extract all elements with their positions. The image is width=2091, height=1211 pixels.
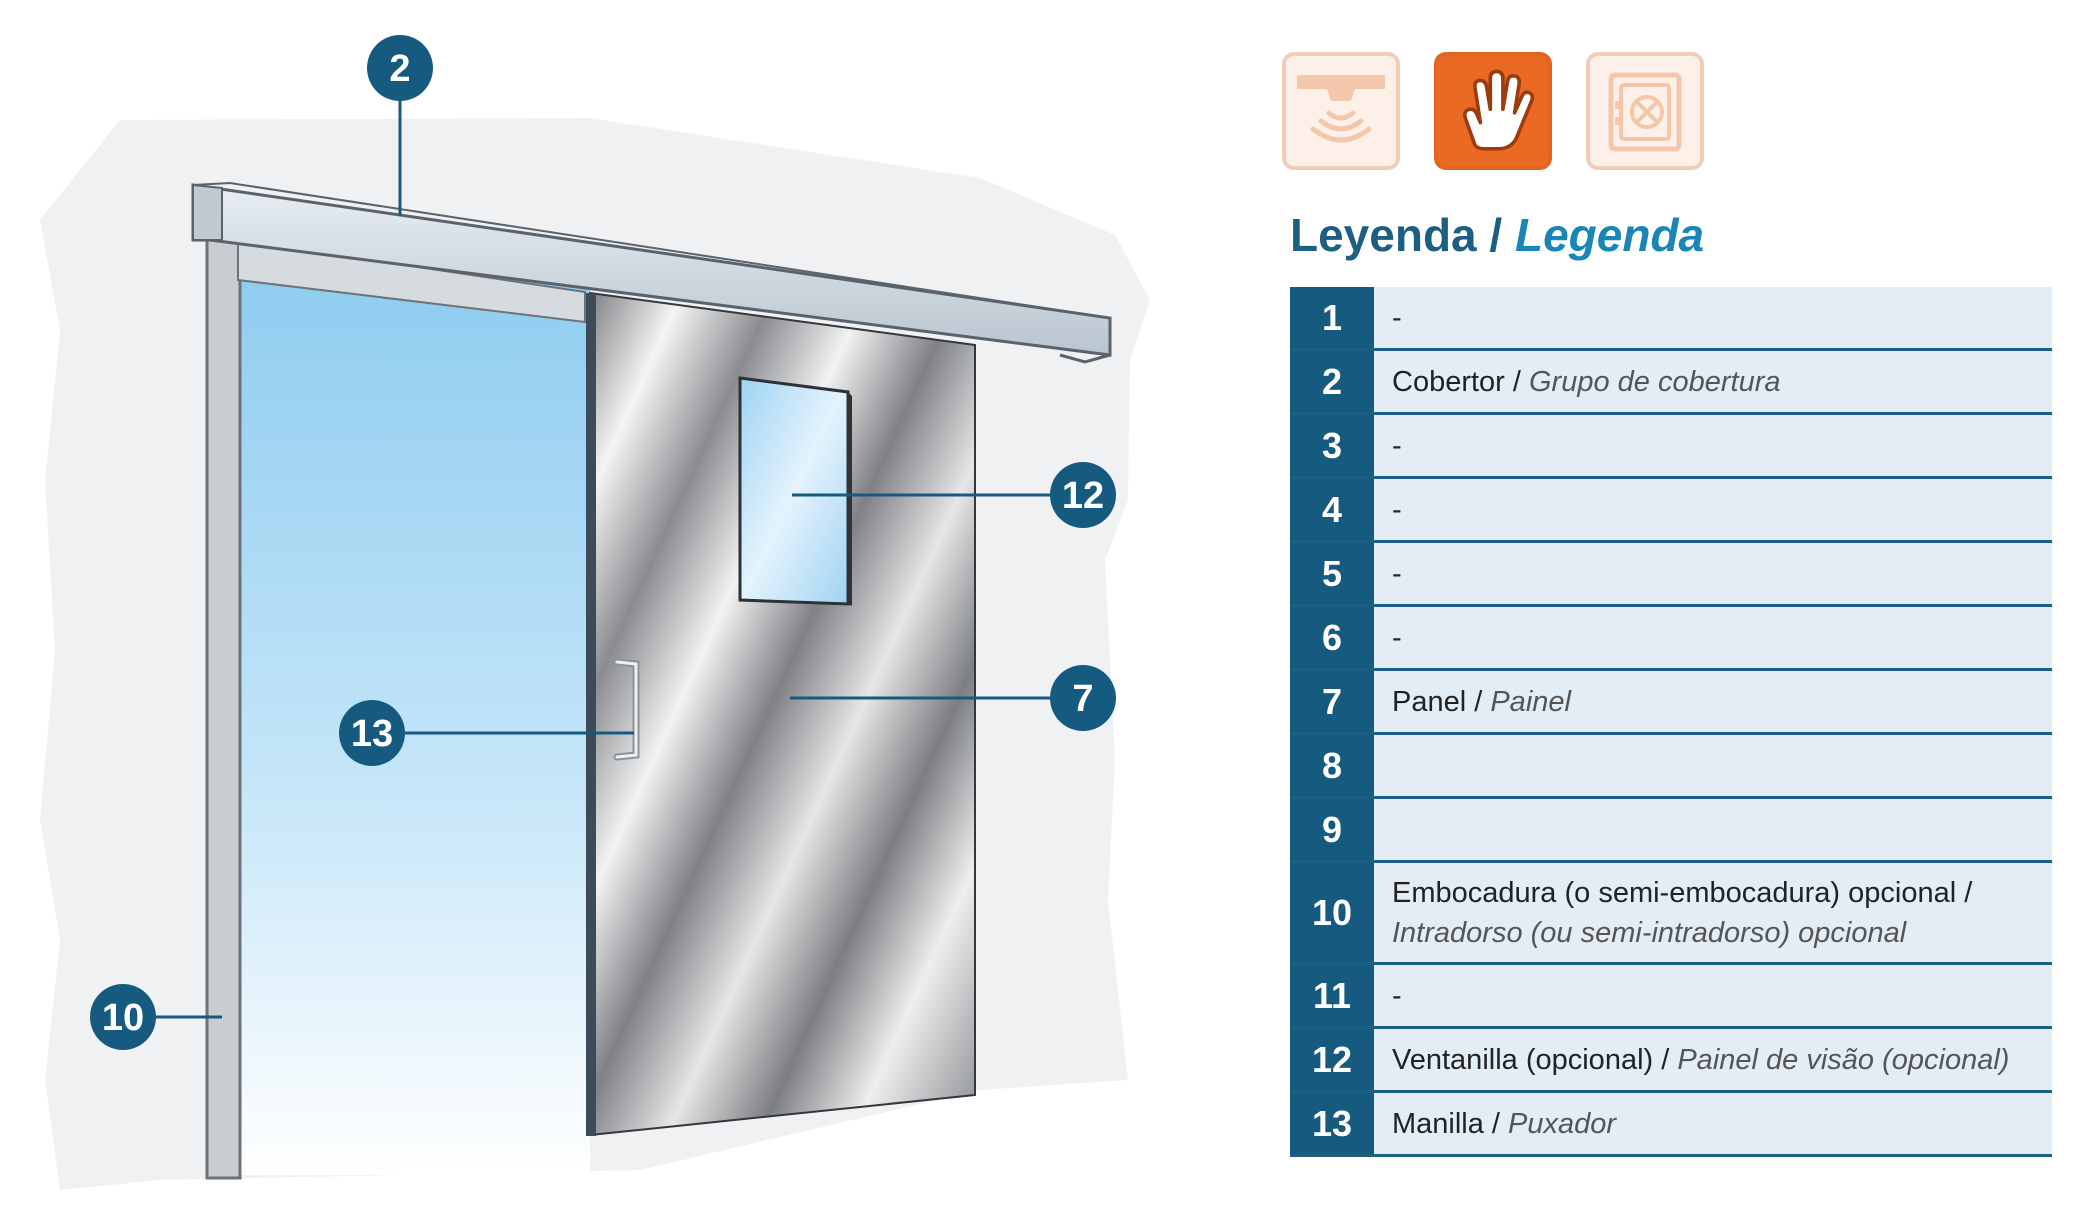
legend-separator: / [1483,1107,1509,1140]
callout-7: 7 [1050,665,1116,731]
legend-text-pt: Puxador [1508,1107,1617,1140]
legend-description-line: Cobertor / Grupo de cobertura [1392,362,2052,402]
frame-header [237,238,586,324]
legend-description: Manilla / Puxador [1374,1093,2052,1154]
legend-text-es: Ventanilla (opcional) [1392,1043,1654,1076]
legend-description-line: Manilla / Puxador [1392,1104,2052,1144]
legend-title-es: Leyenda [1290,209,1477,261]
legend-text-pt: Grupo de cobertura [1529,365,1781,398]
legend-text-es: Cobertor [1392,365,1505,398]
legend-text-pt-line2: Intradorso (ou semi-intradorso) opcional [1392,916,1907,949]
frame-post [205,238,242,1180]
legend-description: Panel / Painel [1374,671,2052,732]
legend-description-line: - [1392,554,2052,594]
callout-10: 10 [90,984,156,1050]
legend-title-separator: / [1489,209,1503,261]
legend-number: 6 [1290,607,1374,668]
legend-row: 5- [1290,543,2052,607]
vision-window [738,376,850,606]
legend-description-line: - [1392,618,2052,658]
svg-text:7: 7 [1072,678,1093,720]
legend-number: 3 [1290,415,1374,476]
legend-text-es: - [1392,621,1402,654]
safe-icon [1586,52,1704,170]
legend-description [1374,735,2052,796]
door-opening [238,280,590,1175]
legend-number: 9 [1290,799,1374,860]
legend-text-es: Panel [1392,685,1467,718]
legend-text-es: Manilla [1392,1107,1484,1140]
svg-text:12: 12 [1062,475,1104,517]
legend-row: 12 Ventanilla (opcional) / Painel de visã… [1290,1029,2052,1093]
legend-row: 7 Panel / Painel [1290,671,2052,735]
legend-number: 12 [1290,1029,1374,1090]
legend-description: Embocadura (o semi-embocadura) opcional … [1374,863,2052,962]
legend-text-es: - [1392,301,1402,334]
operation-mode-icons [1282,52,1704,170]
legend-description: - [1374,479,2052,540]
legend-description: - [1374,965,2052,1026]
legend-number: 4 [1290,479,1374,540]
legend-number: 11 [1290,965,1374,1026]
legend-number: 10 [1290,863,1374,962]
legend-row: 2 Cobertor / Grupo de cobertura [1290,351,2052,415]
legend-text-es: - [1392,979,1402,1012]
legend-number: 8 [1290,735,1374,796]
svg-text:13: 13 [351,713,393,755]
legend-text-es: Embocadura (o semi-embocadura) opcional … [1392,876,1973,909]
svg-text:2: 2 [389,48,410,90]
legend-description-line: - [1392,298,2052,338]
legend-text-es: - [1392,557,1402,590]
legend-title: Leyenda / Legenda [1290,208,1704,262]
callout-13: 13 [339,700,405,766]
legend-row: 13 Manilla / Puxador [1290,1093,2052,1157]
legend-description: - [1374,543,2052,604]
legend-description-line: Embocadura (o semi-embocadura) opcional … [1392,873,2052,913]
legend-description-line: - [1392,426,2052,466]
legend-number: 1 [1290,287,1374,348]
legend-row: 8 [1290,735,2052,799]
legend-description: - [1374,607,2052,668]
legend-description: Ventanilla (opcional) / Painel de visão … [1374,1029,2052,1090]
legend-separator: / [1504,365,1529,398]
legend-description: - [1374,415,2052,476]
legend-text-pt: Painel de visão (opcional) [1677,1043,2010,1076]
svg-text:10: 10 [102,997,144,1039]
legend-description-line: - [1392,490,2052,530]
legend-text-es: - [1392,429,1402,462]
legend-description: - [1374,287,2052,348]
callout-2: 2 [367,35,433,101]
legend-text-es: - [1392,493,1402,526]
legend-number: 5 [1290,543,1374,604]
legend-description [1374,799,2052,860]
legend-number: 13 [1290,1093,1374,1154]
legend-description: Cobertor / Grupo de cobertura [1374,351,2052,412]
leader-lines [152,100,1050,1019]
legend-description-line: Panel / Painel [1392,682,2052,722]
legend-separator: / [1466,685,1491,718]
door-diagram: 2 12 7 13 10 [40,35,1150,1190]
legend-row: 11- [1290,965,2052,1029]
legend-number: 7 [1290,671,1374,732]
hand-icon [1434,52,1552,170]
sensor-icon [1282,52,1400,170]
legend-row: 10 Embocadura (o semi-embocadura) opciona… [1290,863,2052,965]
cover-end-cap [192,183,223,241]
legend-description-line: - [1392,976,2052,1016]
legend-row: 3- [1290,415,2052,479]
callout-12: 12 [1050,462,1116,528]
legend-number: 2 [1290,351,1374,412]
legend-description-line: Ventanilla (opcional) / Painel de visão … [1392,1040,2052,1080]
legend-text-pt: Painel [1490,685,1571,718]
legend-separator: / [1653,1043,1678,1076]
legend-row: 1- [1290,287,2052,351]
legend-row: 6- [1290,607,2052,671]
legend-row: 9 [1290,799,2052,863]
legend-title-pt: Legenda [1514,209,1705,261]
legend-row: 4- [1290,479,2052,543]
